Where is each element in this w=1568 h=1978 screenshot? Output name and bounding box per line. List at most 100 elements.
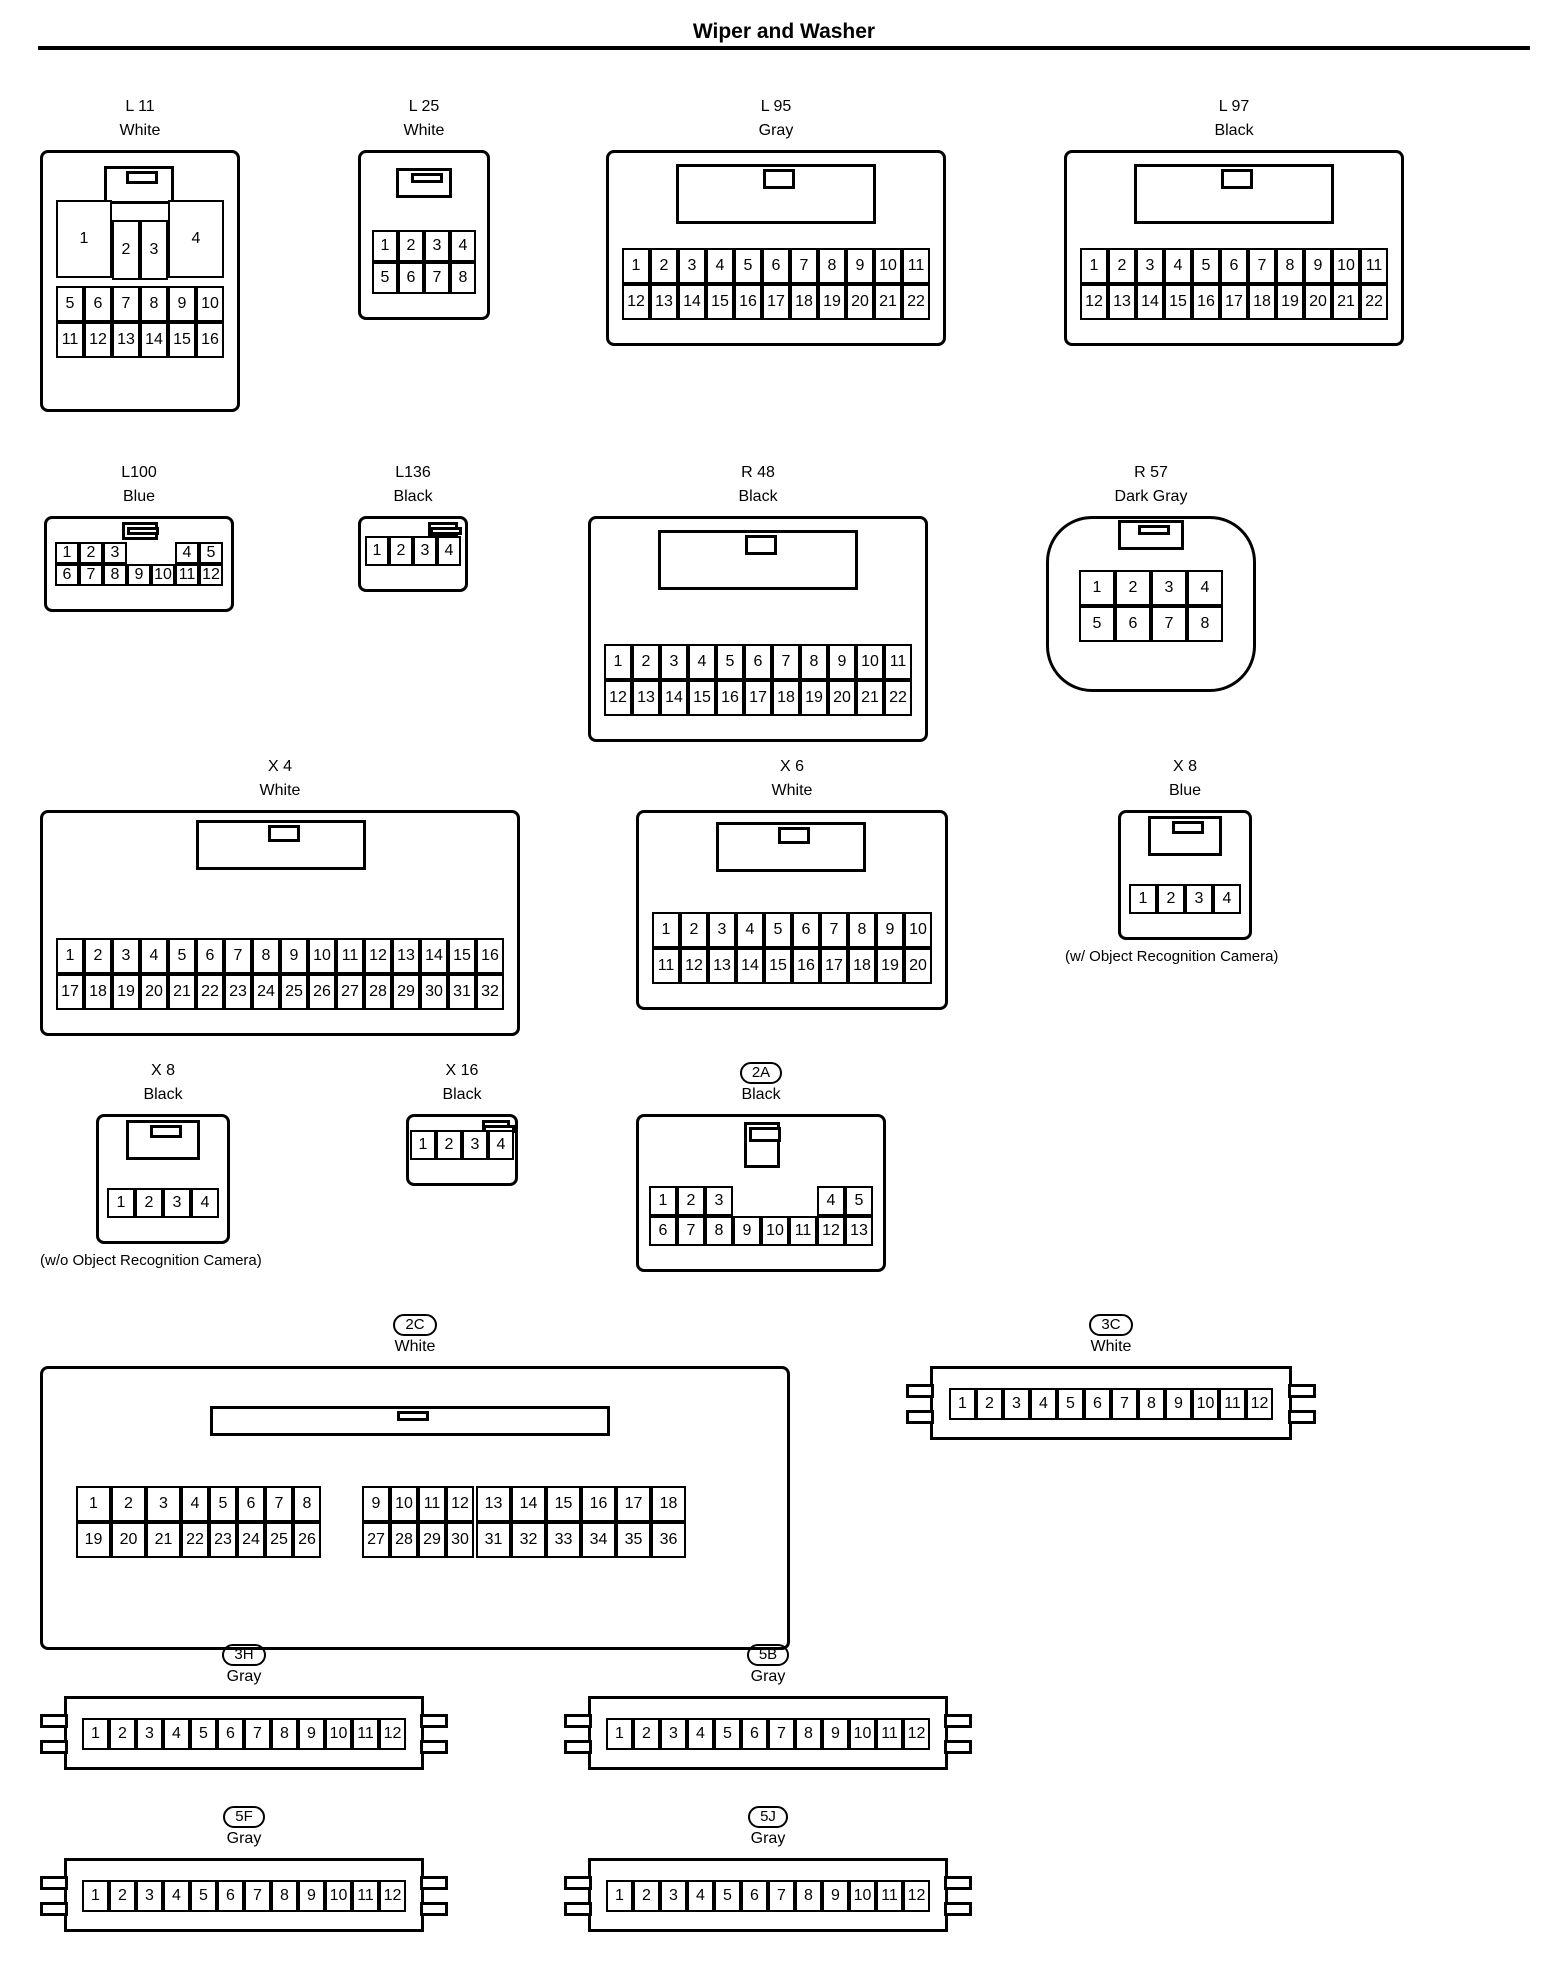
pin-cavity: 4 — [437, 536, 461, 566]
connector-lock-tab — [396, 168, 452, 198]
pin-cavity: 3 — [1151, 570, 1187, 606]
connector-side-tab — [420, 1740, 448, 1754]
pin-cavity: 2 — [135, 1188, 163, 1218]
pin-cavity: 19 — [800, 680, 828, 716]
pin-cavity: 10 — [390, 1486, 418, 1522]
connector-lock-tab — [676, 164, 876, 224]
pin-cavity: 12 — [1246, 1388, 1273, 1420]
pin-cavity: 8 — [818, 248, 846, 284]
pin-cavity: 13 — [392, 938, 420, 974]
pin-cavity: 22 — [884, 680, 912, 716]
pin-cavity: 3 — [112, 938, 140, 974]
pin-cavity: 7 — [1151, 606, 1187, 642]
pin-cavity: 9 — [362, 1486, 390, 1522]
pin-cavity: 9 — [127, 564, 151, 586]
pin-cavity: 10 — [1332, 248, 1360, 284]
connector-code: L136 — [395, 464, 431, 481]
pin-cavity: 8 — [705, 1216, 733, 1246]
pin-cavity: 7 — [790, 248, 818, 284]
pin-cavity: 8 — [450, 262, 476, 294]
connector-code-oval: 5F — [223, 1806, 265, 1828]
pin-cavity: 3 — [136, 1718, 163, 1750]
pin-cavity: 7 — [244, 1718, 271, 1750]
pin-cavity: 9 — [168, 286, 196, 322]
pin-cavity: 21 — [874, 284, 902, 320]
pin-cavity: 17 — [1220, 284, 1248, 320]
pin-cavity: 19 — [818, 284, 846, 320]
pin-cavity: 33 — [546, 1522, 581, 1558]
pin-cavity: 9 — [822, 1718, 849, 1750]
connector-code-oval: 3H — [222, 1644, 266, 1666]
pin-cavity: 10 — [761, 1216, 789, 1246]
pin-cavity: 2 — [111, 1486, 146, 1522]
pin-cavity: 16 — [196, 322, 224, 358]
pin-cavity: 35 — [616, 1522, 651, 1558]
pin-cavity: 7 — [1248, 248, 1276, 284]
pin-cavity: 1 — [56, 938, 84, 974]
connector-side-tab — [40, 1714, 68, 1728]
connector-color: White — [771, 782, 813, 799]
pin-cavity: 2 — [633, 1718, 660, 1750]
connector-lock-tab — [196, 820, 366, 870]
pin-cavity: 29 — [418, 1522, 446, 1558]
pin-cavity: 5 — [372, 262, 398, 294]
pin-cavity: 2 — [680, 912, 708, 948]
pin-cavity: 10 — [856, 644, 884, 680]
connector-lock-tab — [658, 530, 858, 590]
pin-cavity: 5 — [734, 248, 762, 284]
pin-cavity: 16 — [792, 948, 820, 984]
pin-cavity: 2 — [632, 644, 660, 680]
pin-cavity: 2 — [1157, 884, 1185, 914]
pin-cavity: 2 — [677, 1186, 705, 1216]
pin-cavity: 11 — [1360, 248, 1388, 284]
pin-cavity: 7 — [265, 1486, 293, 1522]
pin-cavity: 6 — [217, 1880, 244, 1912]
pin-cavity: 23 — [209, 1522, 237, 1558]
connector-color: White — [119, 122, 161, 139]
connector-side-tab — [944, 1876, 972, 1890]
connector-lock-detent — [127, 527, 159, 535]
page-title: Wiper and Washer — [692, 20, 876, 43]
pin-cavity: 7 — [424, 262, 450, 294]
pin-cavity: 3 — [1136, 248, 1164, 284]
connector-code: 5F — [40, 1806, 448, 1828]
pin-cavity: 1 — [76, 1486, 111, 1522]
connector-code: X 16 — [445, 1062, 479, 1079]
pin-cavity: 9 — [298, 1718, 325, 1750]
pin-cavity: 3 — [705, 1186, 733, 1216]
connector-color: Blue — [1168, 782, 1202, 799]
pin-cavity: 9 — [1304, 248, 1332, 284]
connector-code: L 97 — [1218, 98, 1250, 115]
pin-cavity: 11 — [652, 948, 680, 984]
connector-lock-tab — [210, 1406, 610, 1436]
pin-cavity: 18 — [772, 680, 800, 716]
pin-cavity: 32 — [511, 1522, 546, 1558]
pin-cavity: 8 — [1187, 606, 1223, 642]
pin-cavity: 3 — [660, 644, 688, 680]
pin-cavity: 9 — [822, 1880, 849, 1912]
pin-cavity: 17 — [616, 1486, 651, 1522]
pin-cavity: 1 — [82, 1880, 109, 1912]
pin-cavity: 4 — [140, 938, 168, 974]
connector-code-oval: 5J — [748, 1806, 788, 1828]
pin-cavity: 4 — [1164, 248, 1192, 284]
connector-code: X 4 — [267, 758, 292, 775]
pin-cavity: 13 — [650, 284, 678, 320]
pin-cavity: 22 — [181, 1522, 209, 1558]
pin-cavity: 14 — [736, 948, 764, 984]
connector-code-oval: 5B — [746, 1644, 790, 1666]
pin-cavity: 15 — [688, 680, 716, 716]
pin-cavity: 4 — [706, 248, 734, 284]
pin-cavity: 3 — [103, 542, 127, 564]
pin-cavity: 12 — [446, 1486, 474, 1522]
pin-cavity: 11 — [336, 938, 364, 974]
pin-cavity: 13 — [1108, 284, 1136, 320]
